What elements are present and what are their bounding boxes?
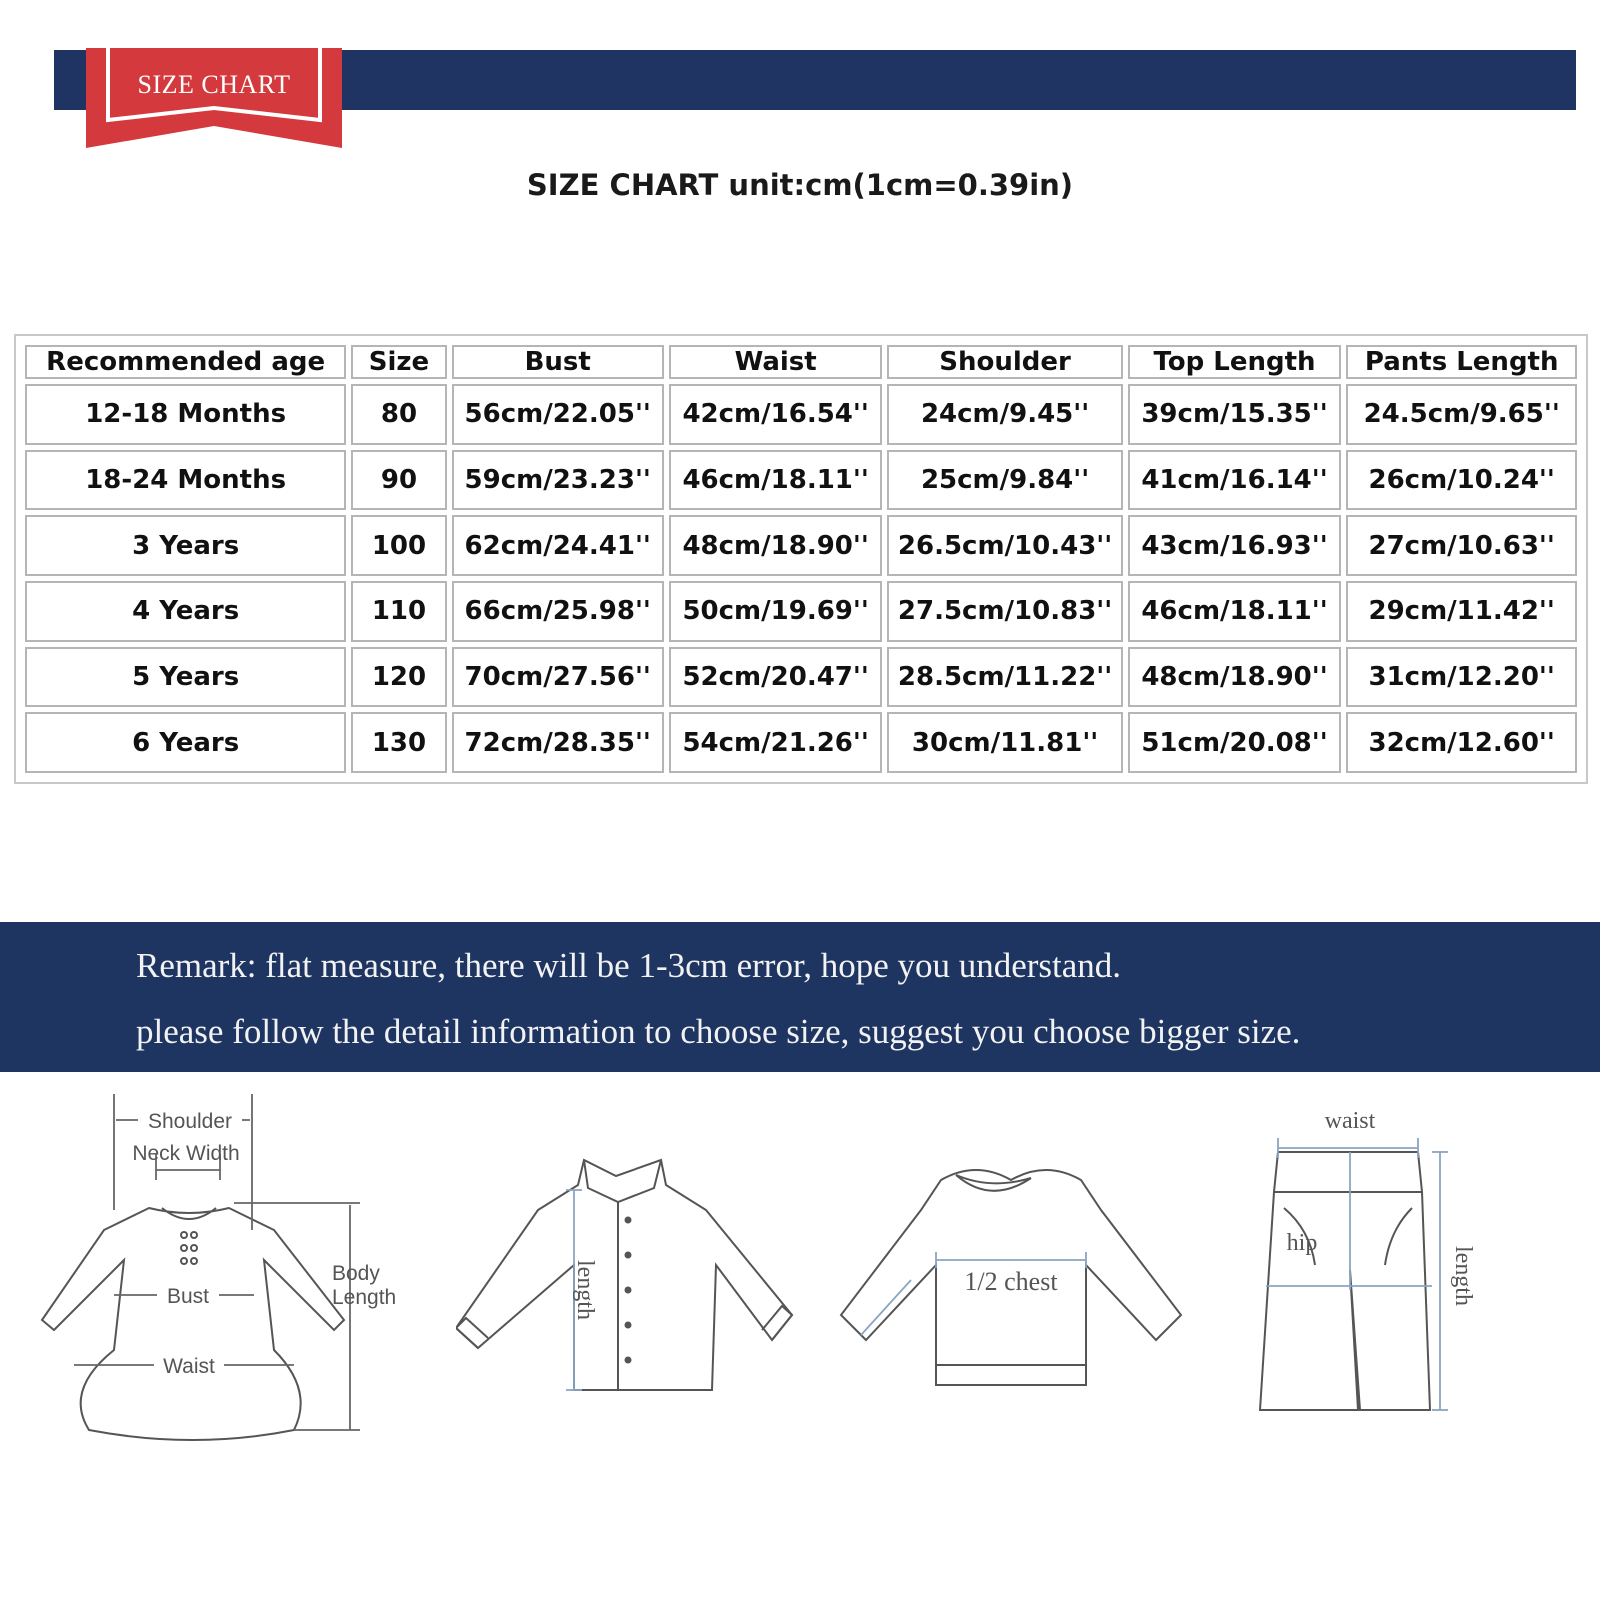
table-cell: 27.5cm/10.83'' — [887, 580, 1123, 642]
table-cell: 26.5cm/10.43'' — [887, 515, 1123, 576]
sweater-chest-label: 1/2 chest — [964, 1267, 1058, 1296]
table-cell: 46cm/18.11'' — [668, 449, 883, 511]
table-cell: 50cm/19.69'' — [668, 580, 883, 642]
shirt-measurement-illustration: length — [454, 1090, 802, 1425]
shirt-length-label: length — [572, 1260, 598, 1320]
table-cell: 12-18 Months — [25, 384, 347, 445]
pants-length-label: length — [1450, 1246, 1476, 1306]
dress-length-label: Length — [332, 1286, 396, 1309]
sweater-measurement-illustration: 1/2 chest — [836, 1090, 1186, 1425]
column-header: Bust — [451, 345, 664, 379]
size-chart-ribbon-badge: SIZE CHART — [86, 48, 342, 150]
table-cell: 43cm/16.93'' — [1127, 515, 1342, 576]
table-cell: 52cm/20.47'' — [668, 646, 883, 708]
table-cell: 54cm/21.26'' — [668, 712, 883, 773]
table-cell: 4 Years — [25, 580, 347, 642]
pants-hip-label: hip — [1287, 1230, 1318, 1256]
column-header: Size — [351, 345, 447, 379]
table-cell: 46cm/18.11'' — [1127, 580, 1342, 642]
remark-line-2: please follow the detail information to … — [136, 1012, 1301, 1051]
dress-waist-label: Waist — [163, 1355, 215, 1378]
table-cell: 24cm/9.45'' — [887, 384, 1123, 445]
dress-shoulder-label: Shoulder — [148, 1110, 232, 1133]
table-cell: 25cm/9.84'' — [887, 449, 1123, 511]
table-cell: 32cm/12.60'' — [1346, 712, 1577, 773]
table-cell: 110 — [351, 580, 447, 642]
table-cell: 24.5cm/9.65'' — [1346, 384, 1577, 445]
table-cell: 5 Years — [25, 646, 347, 708]
column-header: Pants Length — [1346, 345, 1577, 379]
table-cell: 39cm/15.35'' — [1127, 384, 1342, 445]
table-cell: 70cm/27.56'' — [451, 646, 664, 708]
remark-line-1: Remark: flat measure, there will be 1-3c… — [136, 946, 1122, 985]
table-cell: 41cm/16.14'' — [1127, 449, 1342, 511]
dress-bust-label: Bust — [167, 1285, 209, 1308]
table-cell: 59cm/23.23'' — [451, 449, 664, 511]
table-cell: 51cm/20.08'' — [1127, 712, 1342, 773]
dress-body-label: Body — [332, 1262, 380, 1285]
table-cell: 120 — [351, 646, 447, 708]
table-cell: 56cm/22.05'' — [451, 384, 664, 445]
table-cell: 26cm/10.24'' — [1346, 449, 1577, 511]
table-cell: 48cm/18.90'' — [668, 515, 883, 576]
remark-banner — [0, 922, 1600, 1072]
pants-measurement-illustration: waist hip length — [1240, 1090, 1500, 1435]
table-cell: 18-24 Months — [25, 449, 347, 511]
column-header: Shoulder — [887, 345, 1123, 379]
dress-neck-width-label: Neck Width — [132, 1142, 239, 1165]
page-subtitle: SIZE CHART unit:cm(1cm=0.39in) — [526, 168, 1074, 202]
table-cell: 100 — [351, 515, 447, 576]
pants-waist-label: waist — [1325, 1108, 1376, 1134]
table-cell: 42cm/16.54'' — [668, 384, 883, 445]
table-cell: 28.5cm/11.22'' — [887, 646, 1123, 708]
table-cell: 80 — [351, 384, 447, 445]
table-cell: 62cm/24.41'' — [451, 515, 664, 576]
table-cell: 90 — [351, 449, 447, 511]
ribbon-label: SIZE CHART — [137, 70, 291, 99]
column-header: Recommended age — [25, 345, 347, 379]
column-header: Waist — [668, 345, 883, 379]
table-cell: 6 Years — [25, 712, 347, 773]
table-cell: 31cm/12.20'' — [1346, 646, 1577, 708]
column-header: Top Length — [1127, 345, 1342, 379]
table-cell: 72cm/28.35'' — [451, 712, 664, 773]
table-cell: 130 — [351, 712, 447, 773]
table-cell: 3 Years — [25, 515, 347, 576]
table-cell: 48cm/18.90'' — [1127, 646, 1342, 708]
table-cell: 66cm/25.98'' — [451, 580, 664, 642]
table-cell: 27cm/10.63'' — [1346, 515, 1577, 576]
table-cell: 30cm/11.81'' — [887, 712, 1123, 773]
dress-measurement-illustration: Shoulder Neck Width Bust Waist Body Leng… — [14, 1090, 414, 1455]
table-cell: 29cm/11.42'' — [1346, 580, 1577, 642]
